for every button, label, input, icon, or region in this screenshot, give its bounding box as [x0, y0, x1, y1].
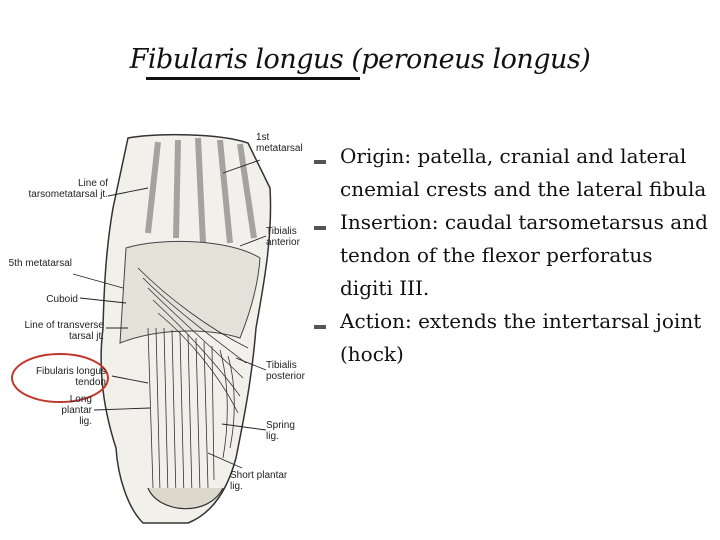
label-spring-lig: Spring lig. [266, 420, 295, 442]
label-fibularis-longus-tendon: Fibularis longus tendon [35, 366, 106, 388]
label-short-plantar-lig: Short plantar lig. [230, 470, 288, 492]
bullet-marker [314, 160, 326, 164]
bullet-list: Origin: patella, cranial and lateral cne… [310, 140, 710, 371]
label-cuboid: Cuboid [46, 294, 78, 305]
heel-bone [147, 487, 224, 510]
bullet-marker [314, 325, 326, 329]
tarsal-region [119, 240, 261, 344]
bullet-action: Action: extends the intertarsal joint (h… [310, 305, 710, 371]
bullet-insertion: Insertion: caudal tarsometarsus and tend… [310, 206, 710, 305]
label-line-transverse-tarsal: Line of transverse tarsal jt. [24, 320, 105, 342]
title-underline [146, 77, 360, 80]
bullet-origin: Origin: patella, cranial and lateral cne… [310, 140, 710, 206]
anatomy-figure: 1st metatarsal Line of tarsometatarsal j… [8, 128, 312, 528]
bullet-text: Origin: patella, cranial and lateral cne… [340, 144, 707, 201]
bullet-text: Action: extends the intertarsal joint (h… [340, 309, 702, 366]
bullet-text: Insertion: caudal tarsometarsus and tend… [340, 210, 708, 300]
label-tibialis-posterior: Tibialis posterior [266, 360, 305, 382]
label-long-plantar-lig: Long plantar lig. [61, 394, 92, 427]
label-first-metatarsal: 1st metatarsal [256, 132, 303, 154]
foot-ligament-illustration [11, 133, 272, 524]
label-fifth-metatarsal: 5th metatarsal [8, 258, 72, 269]
highlight-circle [11, 353, 109, 403]
bullet-marker [314, 226, 326, 230]
title-underlined-part: Fibularis longus ( [129, 44, 362, 75]
label-tibialis-anterior: Tibialis anterior [266, 226, 300, 248]
metatarsal-bones [145, 137, 257, 244]
ligament-fibers [137, 267, 249, 499]
slide-title: Fibularis longus (peroneus longus) [0, 44, 720, 75]
title-rest-part: peroneus longus) [361, 44, 591, 75]
leader-lines [72, 159, 267, 469]
label-line-tarsometatarsal: Line of tarsometatarsal jt. [28, 178, 108, 200]
